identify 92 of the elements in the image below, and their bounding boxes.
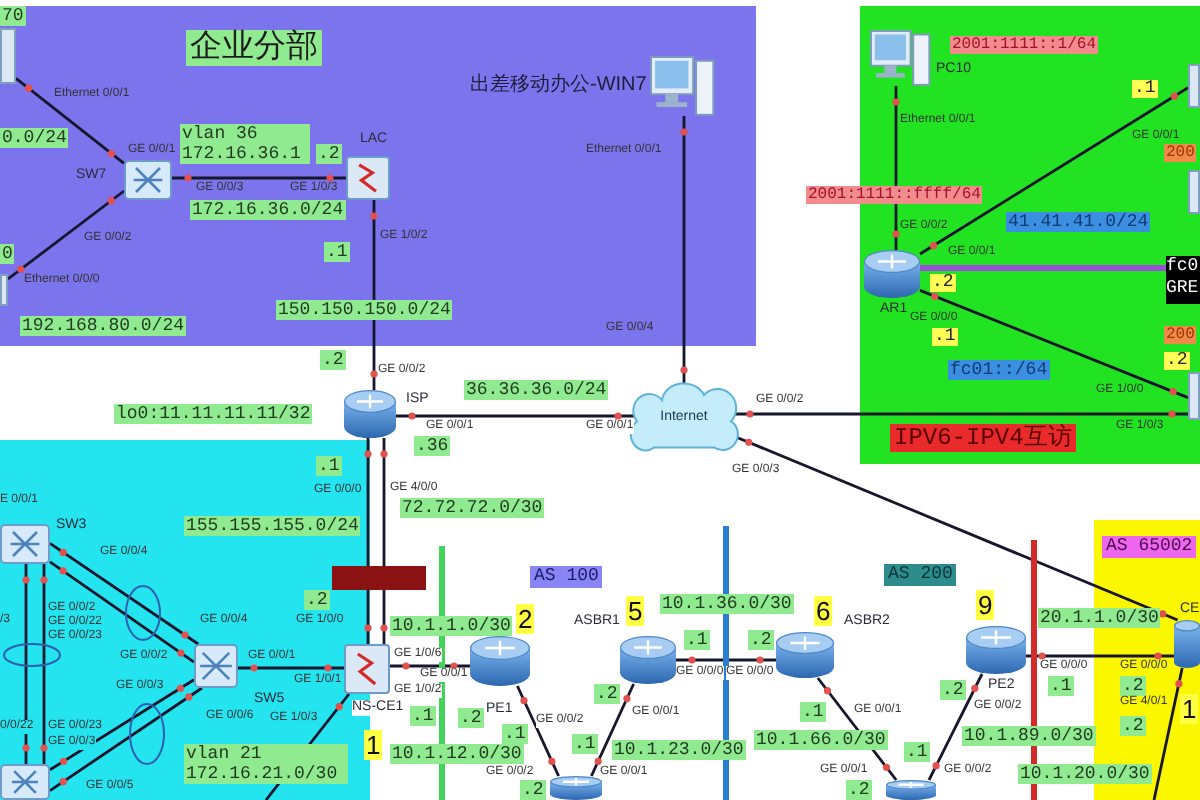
address-label: vlan 36 172.16.36.1: [180, 124, 310, 164]
connection-line: [1026, 654, 1174, 658]
address-label: .1: [1048, 676, 1074, 696]
address-label: .2: [316, 144, 342, 164]
connection-line: [49, 686, 203, 792]
number-badge: 1: [1180, 694, 1199, 724]
connection-line: [396, 414, 634, 418]
connection-line: [676, 658, 776, 662]
address-label: fc01::/64: [948, 360, 1050, 380]
tunnel-label: fc0 GRE: [1166, 256, 1200, 304]
connection-line: [894, 86, 898, 250]
number-badge: 2: [516, 604, 535, 634]
address-label: 41.41.41.0/24: [1006, 212, 1151, 232]
address-label: .1: [684, 630, 710, 650]
address-label: 0: [0, 244, 15, 264]
address-label: lo0:11.11.11.11/32: [114, 404, 313, 424]
address-label: .2: [458, 708, 484, 728]
address-label: 10.1.1.0/30: [390, 616, 513, 636]
address-label: .1: [904, 742, 930, 762]
connection-line: [516, 685, 560, 777]
connection-line: [927, 673, 984, 781]
address-label: 10.1.36.0/30: [660, 594, 794, 614]
address-label: .1: [324, 242, 350, 262]
as-label: AS 200: [884, 564, 957, 586]
address-label: .36: [414, 436, 451, 456]
connection-line: [15, 77, 125, 165]
address-label: .2: [304, 590, 330, 610]
address-label: vlan 21 172.16.21.0/30: [184, 744, 348, 784]
connection-line: [49, 560, 195, 664]
address-label: .2: [520, 780, 546, 800]
address-label: 150.150.150.0/24: [276, 300, 453, 320]
number-badge: 1: [364, 730, 383, 760]
as-label: AS 100: [530, 566, 603, 588]
address-label: .1: [572, 734, 598, 754]
connection-line: [238, 666, 344, 670]
connection-line: [7, 189, 125, 281]
address-label: .2: [1120, 676, 1146, 696]
address-label: .1: [1132, 80, 1158, 98]
connection-line: [920, 265, 1166, 271]
connection-line: [24, 564, 28, 764]
address-label: .2: [1164, 352, 1190, 370]
address-label: 192.168.80.0/24: [20, 316, 187, 336]
address-label: .2: [846, 780, 872, 800]
address-label: .1: [502, 724, 528, 744]
address-label: .2: [748, 630, 774, 650]
connection-line: [1152, 667, 1184, 800]
address-label: 0.0/24: [0, 128, 69, 148]
address-label: 20.1.1.0/30: [1038, 608, 1161, 628]
address-label: .2: [930, 274, 956, 292]
address-label: .2: [940, 680, 966, 700]
address-label: 10.1.89.0/30: [962, 726, 1096, 746]
address-label: 172.16.36.0/24: [190, 200, 346, 220]
connection-line: [590, 683, 635, 777]
address-label: 72.72.72.0/30: [400, 498, 545, 518]
connection-line: [390, 664, 470, 668]
connection-line: [382, 438, 386, 644]
address-label: 10.1.23.0/30: [612, 740, 746, 760]
connection-line: [682, 116, 686, 386]
connection-line: [366, 438, 370, 644]
address-label: .1: [800, 702, 826, 722]
zone-title: IPV6-IPV4互访: [890, 424, 1076, 452]
address-label: .2: [1120, 716, 1146, 736]
address-label: 70: [0, 6, 26, 26]
connection-line: [49, 542, 199, 646]
zone-title: AS 65002: [1102, 536, 1197, 558]
connection-line: [733, 434, 1179, 622]
address-label: .1: [410, 706, 436, 726]
address-label: 155.155.155.0/24: [184, 516, 361, 536]
address-label: 10.1.66.0/30: [754, 730, 888, 750]
connection-line: [49, 678, 195, 771]
address-label: .1: [316, 456, 342, 476]
address-label: 200: [1164, 326, 1197, 344]
connection-line: [734, 412, 1188, 416]
address-label: 10.1.20.0/30: [1018, 764, 1152, 784]
connection-line: [372, 200, 376, 390]
zone-title: 企业分部: [186, 30, 322, 66]
zone-panel: [0, 6, 756, 346]
address-label: .2: [320, 350, 346, 370]
address-label: .1: [932, 328, 958, 346]
device-label: 出差移动办公-WIN7: [470, 74, 647, 98]
number-badge: 9: [976, 590, 995, 620]
number-badge: 6: [814, 596, 833, 626]
connection-line: [42, 564, 46, 764]
number-badge: 5: [626, 596, 645, 626]
address-label: 2001:1111::ffff/64: [806, 186, 983, 204]
address-label: .2: [594, 684, 620, 704]
address-label: 200: [1164, 144, 1197, 162]
address-label: 10.1.12.0/30: [390, 744, 524, 764]
address-label: 36.36.36.0/24: [464, 380, 609, 400]
connection-line: [172, 176, 346, 180]
connection-line: [919, 289, 1189, 399]
address-label: 2001:1111::1/64: [950, 36, 1099, 54]
